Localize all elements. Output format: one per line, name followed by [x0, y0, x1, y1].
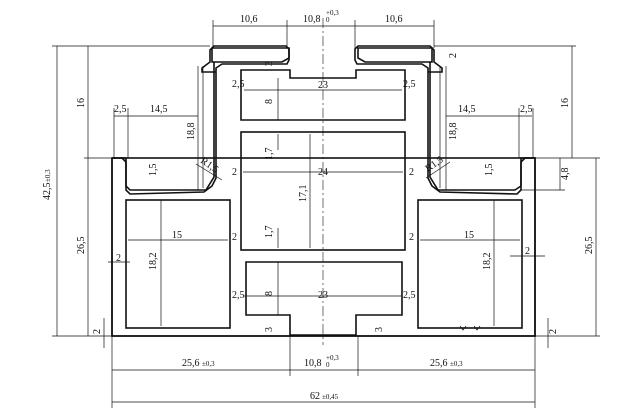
- dim-overall-width-tol: ±0,45: [322, 393, 339, 401]
- dim-right-1-5: 1,5: [484, 164, 495, 177]
- groove-mark: [459, 325, 481, 331]
- dim-inner-2-right: 2: [409, 167, 414, 178]
- dim-bottom-right-width: 25,6: [430, 358, 448, 369]
- dim-bottom-left-2: 2: [92, 329, 103, 334]
- dim-bottom-center-tol-lower: 0: [326, 361, 330, 369]
- dim-left-15: 15: [172, 230, 182, 241]
- outer-body: [111, 157, 536, 337]
- dim-left-18-2: 18,2: [148, 253, 159, 271]
- dim-inner-2-left-b: 2: [232, 232, 237, 243]
- dim-right-18-2: 18,2: [482, 253, 493, 271]
- left-cavity: [125, 199, 231, 329]
- dim-top-center-tol-lower: 0: [326, 16, 330, 24]
- dim-center-17-1: 17,1: [298, 185, 309, 203]
- dim-left-14-5: 14,5: [150, 104, 168, 115]
- dimension-lines: [52, 20, 600, 408]
- dim-total-height: 42,5: [42, 183, 53, 201]
- dim-inner-2-right-b: 2: [409, 232, 414, 243]
- top-left-connector: [211, 47, 290, 63]
- dim-overall-width: 62: [310, 391, 320, 402]
- dim-right-15: 15: [464, 230, 474, 241]
- dim-bottom-right-tol: ±0,3: [450, 360, 463, 368]
- dim-slot-3-bottom-left: 3: [264, 327, 275, 332]
- dim-slot-2-5-br: 2,5: [403, 290, 416, 301]
- dim-slot-3-bottom-right: 3: [374, 327, 385, 332]
- dim-top-left-width: 10,6: [240, 14, 258, 25]
- dim-right-18-8: 18,8: [448, 123, 459, 141]
- dim-top-center-tol-upper: +0,3: [326, 9, 339, 17]
- dim-top-right-width: 10,6: [385, 14, 403, 25]
- dim-slot-23-bottom: 23: [318, 290, 328, 301]
- dim-slot-2-5-tl: 2,5: [232, 79, 245, 90]
- dim-left-2: 2: [116, 253, 121, 264]
- dim-slot-3-top: 3: [264, 61, 275, 66]
- dim-top-center-width: 10,8: [303, 14, 321, 25]
- right-cavity: [417, 199, 523, 329]
- dim-inner-2-left: 2: [232, 167, 237, 178]
- dim-slot-2-5-bl: 2,5: [232, 290, 245, 301]
- dim-bottom-left-tol: ±0,3: [202, 360, 215, 368]
- dim-center-24: 24: [318, 167, 328, 178]
- dim-slot-2-right-top: 2: [448, 53, 459, 58]
- dim-bottom-center-width: 10,8: [304, 358, 322, 369]
- dim-left-16: 16: [76, 98, 87, 108]
- dim-center-1-7-top: 1,7: [264, 148, 275, 161]
- dim-right-2-5: 2,5: [520, 104, 533, 115]
- dim-right-26-5: 26,5: [584, 237, 595, 255]
- dim-left-2-5: 2,5: [114, 104, 127, 115]
- dim-left-1-5: 1,5: [148, 164, 159, 177]
- dim-right-2: 2: [525, 246, 530, 257]
- dim-bottom-right-2: 2: [548, 329, 559, 334]
- dim-center-1-7-bottom: 1,7: [264, 226, 275, 239]
- left-upper-wall: [112, 62, 215, 191]
- dim-left-26-5: 26,5: [76, 237, 87, 255]
- upper-slot: [240, 69, 406, 121]
- dim-bottom-center-tol-upper: +0,3: [326, 354, 339, 362]
- dim-slot-2-5-tr: 2,5: [403, 79, 416, 90]
- dim-right-16: 16: [560, 98, 571, 108]
- dim-total-height-tol: ±0,3: [44, 169, 52, 182]
- top-right-connector: [357, 47, 433, 63]
- dimension-texts: 10,6 10,8 +0,3 0 10,6 42,5 ±0,3 16 16 2,…: [42, 9, 595, 402]
- lower-slot: [245, 261, 403, 336]
- dim-right-4-8: 4,8: [560, 168, 571, 181]
- dim-slot-8-top: 8: [264, 99, 275, 104]
- dim-left-18-8: 18,8: [186, 123, 197, 141]
- dim-slot-23-top: 23: [318, 80, 328, 91]
- dim-bottom-left-width: 25,6: [182, 358, 200, 369]
- dim-slot-8-bottom: 8: [264, 291, 275, 296]
- dim-right-14-5: 14,5: [458, 104, 476, 115]
